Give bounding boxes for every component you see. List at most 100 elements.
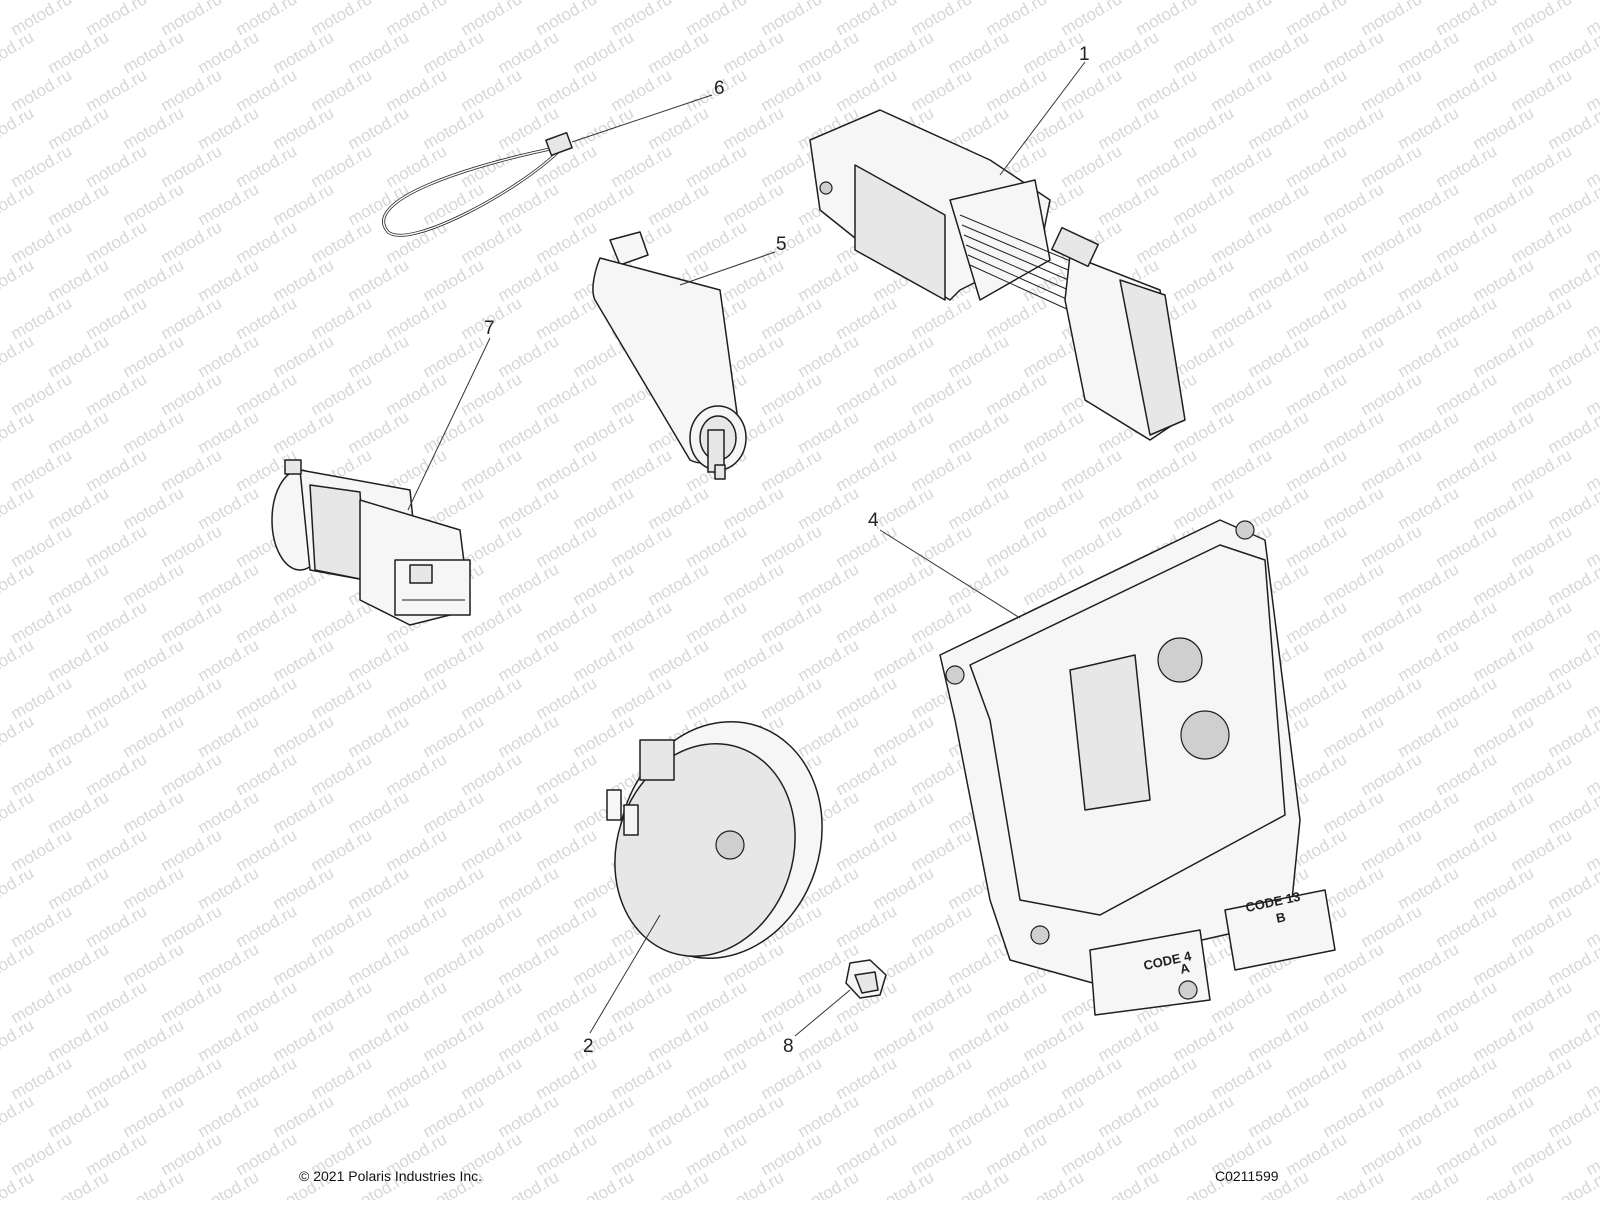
watermark-text: motod.ru — [795, 27, 863, 77]
watermark-text: motod.ru — [1508, 977, 1576, 1027]
watermark-text: motod.ru — [1320, 179, 1388, 229]
watermark-text: motod.ru — [0, 331, 37, 381]
watermark-text: motod.ru — [1320, 103, 1388, 153]
watermark-text: motod.ru — [1470, 407, 1538, 457]
watermark-text: motod.ru — [458, 1053, 526, 1103]
watermark-text: motod.ru — [870, 559, 938, 609]
watermark-text: motod.ru — [533, 597, 601, 647]
watermark-text: motod.ru — [1245, 255, 1313, 305]
watermark-text: motod.ru — [1395, 1091, 1463, 1141]
watermark-text: motod.ru — [308, 825, 376, 875]
watermark-text: motod.ru — [45, 711, 113, 761]
watermark-text: motod.ru — [8, 1053, 76, 1103]
watermark-text: motod.ru — [1170, 27, 1238, 77]
watermark-text: motod.ru — [1508, 141, 1576, 191]
watermark-text: motod.ru — [758, 445, 826, 495]
watermark-text: motod.ru — [533, 65, 601, 115]
watermark-text: motod.ru — [8, 217, 76, 267]
watermark-text: motod.ru — [908, 445, 976, 495]
watermark-text: motod.ru — [0, 1015, 37, 1065]
watermark-text: motod.ru — [1545, 1015, 1600, 1065]
watermark-text: motod.ru — [870, 711, 938, 761]
watermark-text: motod.ru — [45, 939, 113, 989]
watermark-text: motod.ru — [233, 141, 301, 191]
watermark-text: motod.ru — [1470, 331, 1538, 381]
watermark-text: motod.ru — [1433, 901, 1501, 951]
watermark-text: motod.ru — [1395, 863, 1463, 913]
watermark-text: motod.ru — [795, 711, 863, 761]
watermark-text: motod.ru — [1320, 863, 1388, 913]
watermark-text: motod.ru — [645, 179, 713, 229]
watermark-text: motod.ru — [420, 939, 488, 989]
watermark-text: motod.ru — [608, 141, 676, 191]
watermark-text: motod.ru — [833, 65, 901, 115]
watermark-text: motod.ru — [795, 1091, 863, 1141]
watermark-text: motod.ru — [1358, 369, 1426, 419]
watermark-text: motod.ru — [1395, 939, 1463, 989]
watermark-text: motod.ru — [1245, 27, 1313, 77]
watermark-text: motod.ru — [458, 445, 526, 495]
watermark-text: motod.ru — [833, 901, 901, 951]
watermark-text: motod.ru — [645, 483, 713, 533]
watermark-text: motod.ru — [795, 255, 863, 305]
watermark-text: motod.ru — [945, 1015, 1013, 1065]
watermark-text: motod.ru — [45, 407, 113, 457]
watermark-text: motod.ru — [120, 407, 188, 457]
watermark-text: motod.ru — [983, 369, 1051, 419]
watermark-text: motod.ru — [158, 749, 226, 799]
watermark-text: motod.ru — [383, 749, 451, 799]
watermark-text: motod.ru — [870, 483, 938, 533]
watermark-text: motod.ru — [1020, 1167, 1088, 1200]
watermark-text: motod.ru — [1208, 1053, 1276, 1103]
watermark-text: motod.ru — [1283, 445, 1351, 495]
watermark-text: motod.ru — [195, 939, 263, 989]
watermark-text: motod.ru — [870, 1015, 938, 1065]
watermark-text: motod.ru — [533, 217, 601, 267]
watermark-text: motod.ru — [1470, 787, 1538, 837]
watermark-text: motod.ru — [120, 331, 188, 381]
watermark-text: motod.ru — [120, 939, 188, 989]
watermark-text: motod.ru — [570, 1167, 638, 1200]
watermark-text: motod.ru — [458, 901, 526, 951]
watermark-text: motod.ru — [758, 977, 826, 1027]
watermark-text: motod.ru — [1508, 217, 1576, 267]
watermark-text: motod.ru — [0, 1167, 37, 1200]
watermark-text: motod.ru — [383, 901, 451, 951]
watermark-text: motod.ru — [1020, 1015, 1088, 1065]
watermark-text: motod.ru — [308, 673, 376, 723]
watermark-text: motod.ru — [458, 65, 526, 115]
watermark-text: motod.ru — [1395, 1015, 1463, 1065]
watermark-text: motod.ru — [1058, 1129, 1126, 1179]
watermark-text: motod.ru — [1508, 369, 1576, 419]
watermark-text: motod.ru — [45, 863, 113, 913]
watermark-text: motod.ru — [1433, 977, 1501, 1027]
watermark-text: motod.ru — [1508, 521, 1576, 571]
watermark-text: motod.ru — [1358, 445, 1426, 495]
watermark-text: motod.ru — [495, 559, 563, 609]
watermark-text: motod.ru — [758, 217, 826, 267]
watermark-text: motod.ru — [1395, 559, 1463, 609]
watermark-text: motod.ru — [1245, 483, 1313, 533]
watermark-text: motod.ru — [1283, 217, 1351, 267]
watermark-text: motod.ru — [495, 407, 563, 457]
watermark-text: motod.ru — [195, 1167, 263, 1200]
watermark-text: motod.ru — [758, 1053, 826, 1103]
watermark-text: motod.ru — [495, 1091, 563, 1141]
watermark-text: motod.ru — [1358, 141, 1426, 191]
watermark-text: motod.ru — [195, 27, 263, 77]
watermark-text: motod.ru — [8, 65, 76, 115]
watermark-text: motod.ru — [683, 673, 751, 723]
watermark-text: motod.ru — [120, 27, 188, 77]
watermark-text: motod.ru — [1508, 1129, 1576, 1179]
watermark-text: motod.ru — [1470, 1167, 1538, 1200]
watermark-text: motod.ru — [495, 1015, 563, 1065]
watermark-text: motod.ru — [1058, 521, 1126, 571]
watermark-text: motod.ru — [345, 1015, 413, 1065]
watermark-text: motod.ru — [645, 103, 713, 153]
watermark-text: motod.ru — [533, 369, 601, 419]
watermark-text: motod.ru — [420, 27, 488, 77]
watermark-text: motod.ru — [308, 369, 376, 419]
watermark-text: motod.ru — [1545, 711, 1600, 761]
watermark-text: motod.ru — [1170, 255, 1238, 305]
watermark-text: motod.ru — [1358, 673, 1426, 723]
